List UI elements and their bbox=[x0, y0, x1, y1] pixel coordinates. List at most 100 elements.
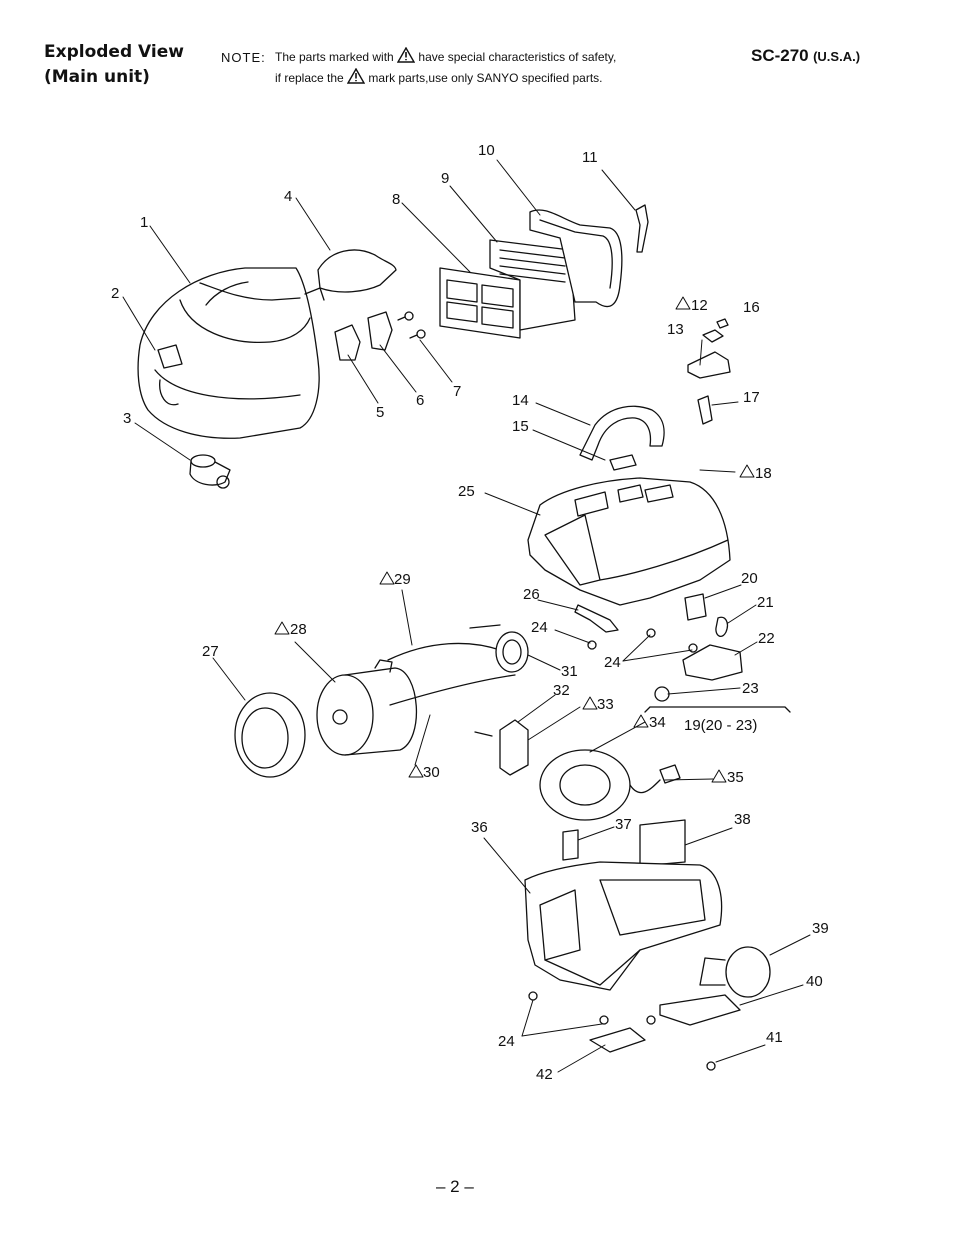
part-36-base bbox=[524, 861, 723, 991]
callout-35-text: 35 bbox=[727, 769, 744, 786]
callout-16: 16 bbox=[743, 299, 760, 316]
callout-10: 10 bbox=[478, 142, 495, 159]
callout-17: 17 bbox=[743, 389, 760, 406]
callout-7: 7 bbox=[453, 383, 461, 400]
callout-9: 9 bbox=[441, 170, 449, 187]
callout-28-text: 28 bbox=[290, 621, 307, 638]
note-line-1-end: have special characteristics of safety, bbox=[418, 50, 617, 64]
callout-30: 30 bbox=[408, 764, 440, 781]
safety-triangle-icon bbox=[711, 769, 727, 783]
callout-38: 38 bbox=[734, 811, 751, 828]
callout-20: 20 bbox=[741, 570, 758, 587]
parts-39-40-wheel bbox=[659, 946, 771, 1026]
callout-8: 8 bbox=[392, 191, 400, 208]
part-27-ring bbox=[234, 692, 306, 778]
title-line-1: Exploded View bbox=[44, 42, 184, 62]
callout-13: 13 bbox=[667, 321, 684, 338]
callout-27: 27 bbox=[202, 643, 219, 660]
model-code: SC-270 bbox=[751, 46, 809, 65]
safety-triangle-icon bbox=[274, 621, 290, 635]
callout-14: 14 bbox=[512, 392, 529, 409]
part-11-clip bbox=[635, 204, 649, 253]
callout-41: 41 bbox=[766, 1029, 783, 1046]
part-1-top-cover bbox=[137, 267, 320, 439]
part-8-filter bbox=[439, 267, 521, 339]
callout-28: 28 bbox=[274, 621, 307, 638]
callout-23: 23 bbox=[742, 680, 759, 697]
safety-triangle-icon bbox=[408, 764, 424, 778]
note-line-2-end: mark parts,use only SANYO specified part… bbox=[368, 71, 603, 85]
callout-33: 33 bbox=[582, 696, 614, 713]
parts-20-23-switch-assembly bbox=[644, 593, 791, 713]
part-26-bracket bbox=[574, 604, 619, 633]
callout-32: 32 bbox=[553, 682, 570, 699]
callout-12: 12 bbox=[675, 296, 708, 314]
callout-11: 11 bbox=[582, 149, 598, 166]
callout-18: 18 bbox=[739, 464, 772, 482]
model-region: (U.S.A.) bbox=[813, 49, 861, 64]
callout-5: 5 bbox=[376, 404, 384, 421]
callout-6: 6 bbox=[416, 392, 424, 409]
callout-42: 42 bbox=[536, 1066, 553, 1083]
part-31-seal bbox=[495, 631, 529, 673]
part-9-filter-frame bbox=[489, 239, 576, 331]
callout-labels: 1 2 3 4 5 6 7 8 9 10 11 12 13 14 15 16 1… bbox=[111, 142, 829, 1083]
callout-24-mid: 24 bbox=[604, 654, 621, 671]
part-10-gasket bbox=[529, 209, 623, 308]
safety-triangle-icon bbox=[379, 571, 395, 585]
callout-34-text: 34 bbox=[649, 714, 666, 731]
leader-lines bbox=[122, 159, 811, 1073]
callout-3: 3 bbox=[123, 410, 131, 427]
callout-29: 29 bbox=[379, 571, 411, 588]
callout-4: 4 bbox=[284, 188, 292, 205]
callout-29-text: 29 bbox=[394, 571, 411, 588]
note-line-1-start: The parts marked with bbox=[275, 50, 394, 64]
callout-37: 37 bbox=[615, 816, 632, 833]
page-title: Exploded View (Main unit) bbox=[44, 40, 184, 90]
note-label: NOTE: bbox=[221, 50, 266, 65]
title-line-2: (Main unit) bbox=[44, 67, 150, 87]
callout-15: 15 bbox=[512, 418, 529, 435]
warning-triangle-icon bbox=[347, 68, 366, 84]
callout-35: 35 bbox=[711, 769, 744, 786]
note-line-2: if replace the mark parts,use only SANYO… bbox=[275, 68, 603, 89]
parts-12-13-16-17 bbox=[687, 318, 731, 425]
callout-24-top: 24 bbox=[531, 619, 548, 636]
part-25-housing-top bbox=[527, 477, 731, 606]
callout-25: 25 bbox=[458, 483, 475, 500]
callout-26: 26 bbox=[523, 586, 540, 603]
part-4-cover-plate bbox=[304, 249, 397, 301]
safety-triangle-icon bbox=[582, 696, 598, 710]
callout-2: 2 bbox=[111, 285, 119, 302]
parts-32-33-bracket bbox=[474, 719, 529, 776]
callout-31: 31 bbox=[561, 663, 578, 680]
part-14-handle bbox=[579, 405, 665, 471]
page-number: – 2 – bbox=[436, 1177, 474, 1196]
callout-1: 1 bbox=[140, 214, 148, 231]
warning-triangle-icon bbox=[397, 47, 416, 63]
part-3-inlet bbox=[189, 454, 231, 489]
callout-22: 22 bbox=[758, 630, 775, 647]
callout-24-bottom: 24 bbox=[498, 1033, 515, 1050]
parts-37-38 bbox=[562, 819, 686, 867]
callout-39: 39 bbox=[812, 920, 829, 937]
callout-18-text: 18 bbox=[755, 465, 772, 482]
callout-33-text: 33 bbox=[597, 696, 614, 713]
callout-19: 19(20 - 23) bbox=[684, 717, 757, 734]
callout-12-text: 12 bbox=[691, 297, 708, 314]
callout-30-text: 30 bbox=[423, 764, 440, 781]
note-line-1: The parts marked with have special chara… bbox=[275, 47, 616, 68]
callout-36: 36 bbox=[471, 819, 488, 836]
callout-40: 40 bbox=[806, 973, 823, 990]
part-28-motor bbox=[316, 659, 417, 756]
callout-34: 34 bbox=[633, 714, 666, 731]
note-line-2-start: if replace the bbox=[275, 71, 344, 85]
safety-triangle-icon bbox=[633, 714, 649, 728]
parts-5-6-7-latches bbox=[334, 311, 426, 361]
safety-triangle-icon bbox=[739, 464, 755, 478]
parts-34-35-cord-reel bbox=[539, 749, 681, 821]
callout-21: 21 bbox=[757, 594, 774, 611]
parts-29-30-hoses bbox=[387, 624, 516, 706]
model-number: SC-270 (U.S.A.) bbox=[751, 46, 860, 66]
